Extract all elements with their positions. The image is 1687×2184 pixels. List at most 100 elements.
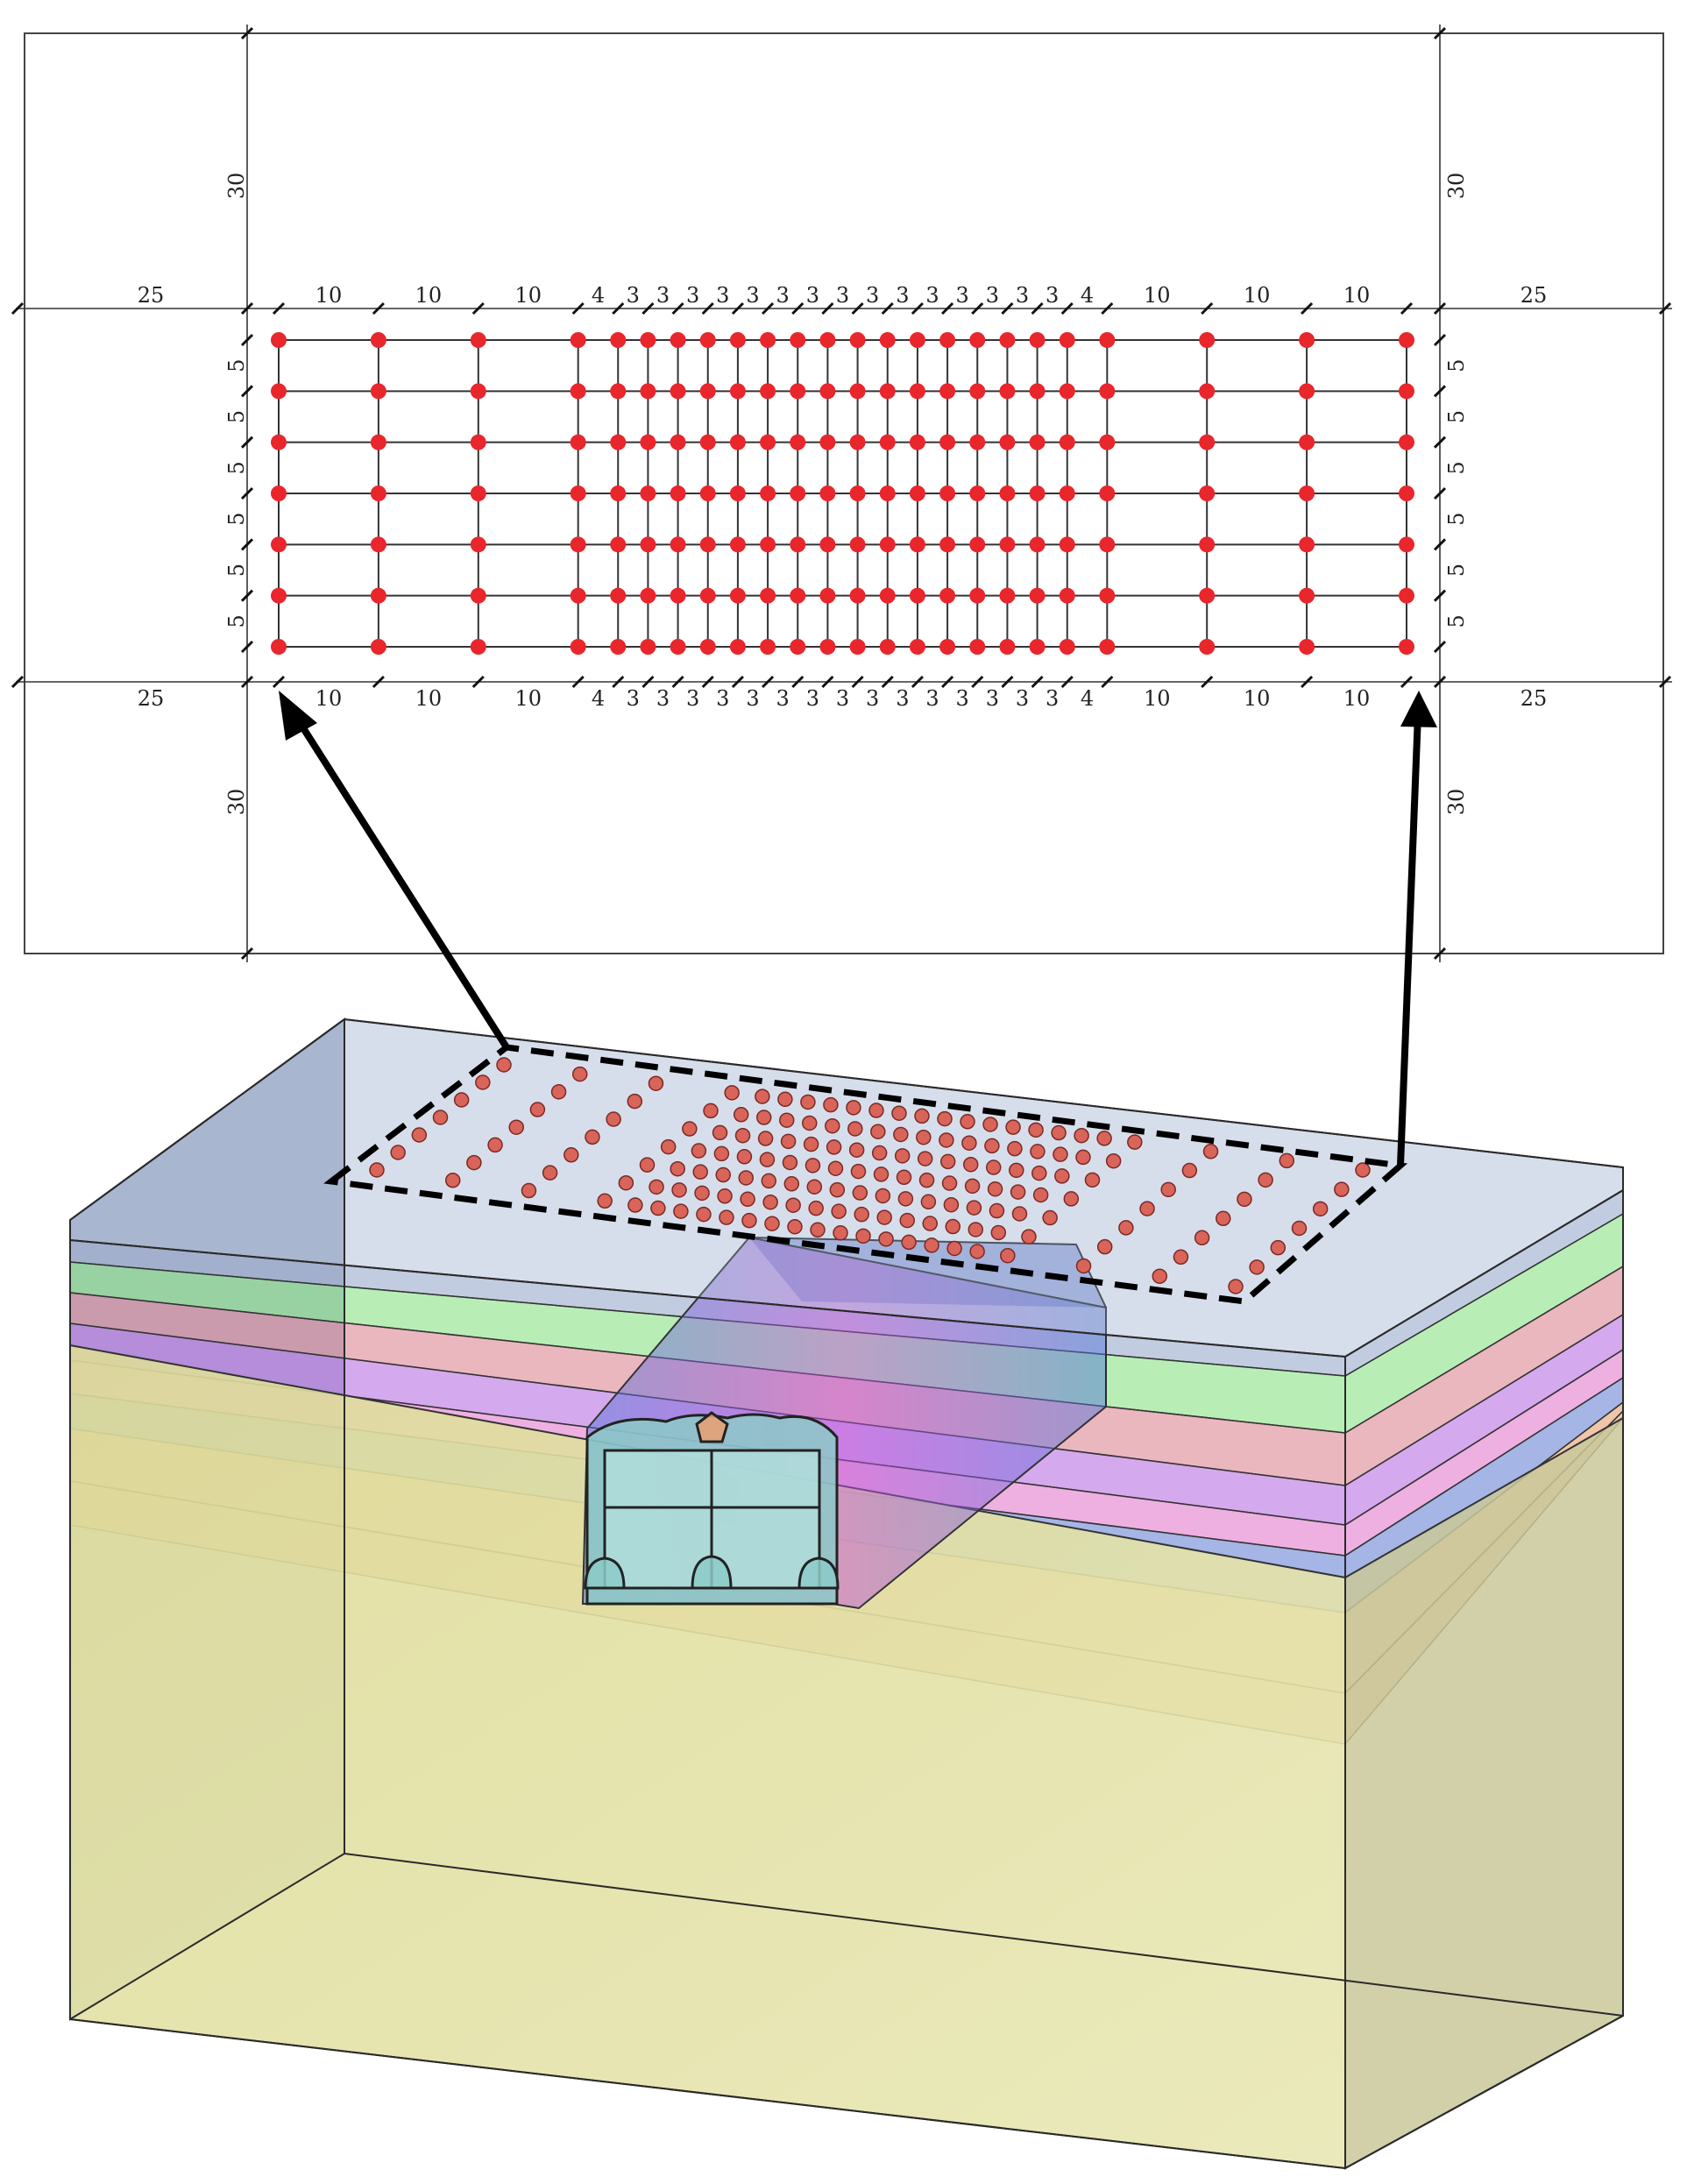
monitoring-point — [760, 639, 776, 655]
monitoring-point — [879, 434, 896, 450]
surface-point — [823, 1096, 839, 1113]
monitoring-point — [1299, 587, 1315, 604]
surface-point — [1202, 1144, 1219, 1159]
surface-point — [466, 1154, 482, 1171]
top-right-margin-label: 30 — [1444, 173, 1469, 200]
x-tick-top — [372, 301, 385, 316]
surface-point — [696, 1206, 712, 1223]
monitoring-point — [271, 486, 287, 501]
surface-point — [564, 1147, 579, 1163]
surface-point — [719, 1209, 734, 1225]
surface-point — [1011, 1206, 1028, 1222]
x-tick-top — [881, 301, 894, 316]
monitoring-point — [271, 383, 287, 400]
monitoring-point — [1059, 536, 1075, 553]
x-tick-top — [941, 301, 954, 316]
surface-point — [757, 1131, 774, 1146]
x-tick-bottom — [881, 675, 894, 689]
x-spacing-label-top: 3 — [1016, 283, 1029, 308]
surface-point — [990, 1224, 1007, 1241]
surface-point — [891, 1105, 907, 1121]
surface-point — [1105, 1152, 1122, 1169]
top-left-margin-label: 30 — [224, 173, 249, 200]
monitoring-point — [849, 434, 866, 450]
surface-point — [1096, 1131, 1112, 1146]
surface-point — [618, 1174, 634, 1191]
x-spacing-label-bottom: 3 — [986, 686, 999, 711]
y-spacing-label-left: 5 — [224, 359, 249, 372]
monitoring-point — [939, 639, 956, 655]
surface-point — [673, 1203, 689, 1219]
surface-point — [868, 1103, 884, 1118]
right-margin-bottom-label: 25 — [1520, 686, 1548, 711]
surface-point — [1054, 1168, 1070, 1184]
surface-point — [1118, 1220, 1134, 1236]
surface-point — [810, 1222, 826, 1238]
monitoring-point — [640, 486, 656, 501]
x-tick-bottom — [1031, 675, 1044, 689]
left-margin-bottom-label: 25 — [138, 686, 165, 711]
surface-point — [917, 1151, 933, 1166]
monitoring-point — [790, 536, 806, 553]
monitoring-point — [1199, 434, 1216, 450]
x-tick-bottom — [821, 675, 834, 689]
surface-point — [1139, 1201, 1155, 1216]
monitoring-point — [999, 536, 1016, 553]
x-spacing-label-bottom: 3 — [746, 686, 759, 711]
monitoring-point — [610, 486, 627, 501]
surface-point — [411, 1127, 428, 1143]
monitoring-point — [670, 332, 686, 348]
surface-point — [803, 1136, 819, 1152]
monitoring-point — [999, 383, 1016, 400]
monitoring-point — [760, 486, 776, 501]
surface-point — [854, 1206, 869, 1223]
x-spacing-label-top: 10 — [1343, 283, 1371, 308]
surface-point — [1000, 1247, 1016, 1264]
monitoring-point — [729, 536, 746, 553]
x-spacing-label-bottom: 3 — [1046, 686, 1059, 711]
surface-point — [1334, 1181, 1350, 1197]
y-tick-left — [240, 385, 254, 398]
bottom-left-margin-label: 30 — [224, 789, 249, 816]
monitoring-point — [1029, 434, 1046, 450]
surface-point — [1075, 1149, 1091, 1166]
x-tick-bottom — [1101, 675, 1114, 689]
monitoring-point — [1299, 332, 1315, 348]
surface-point — [825, 1117, 840, 1134]
x-spacing-label-top: 3 — [627, 283, 640, 308]
x-spacing-label-top: 3 — [716, 283, 729, 308]
x-tick-top — [1201, 301, 1214, 316]
monitoring-point — [699, 486, 716, 501]
x-spacing-label-top: 10 — [1244, 283, 1271, 308]
monitoring-point — [819, 332, 836, 348]
surface-point — [713, 1145, 730, 1162]
y-tick-left — [240, 538, 254, 551]
monitoring-point — [969, 434, 986, 450]
x-tick-bottom — [701, 675, 714, 689]
monitoring-point — [699, 383, 716, 400]
surface-point — [1194, 1230, 1210, 1246]
surface-point — [649, 1179, 664, 1195]
monitoring-point — [470, 434, 486, 450]
monitoring-point — [670, 486, 686, 501]
surface-point — [916, 1129, 932, 1145]
x-spacing-label-top: 3 — [686, 283, 699, 308]
x-tick-top — [701, 301, 714, 316]
x-spacing-label-top: 3 — [746, 283, 759, 308]
surface-point — [855, 1228, 871, 1244]
monitoring-point — [1199, 639, 1216, 655]
surface-point — [1258, 1172, 1273, 1188]
surface-point — [846, 1100, 861, 1116]
monitoring-point — [1059, 332, 1075, 348]
monitoring-point — [1099, 587, 1116, 604]
monitoring-point — [370, 332, 386, 348]
x-tick-top — [1301, 301, 1314, 316]
x-tick-bottom — [571, 675, 585, 689]
x-spacing-label-bottom: 3 — [956, 686, 969, 711]
monitoring-point — [470, 486, 486, 501]
surface-point — [1063, 1191, 1080, 1207]
monitoring-point — [729, 486, 746, 501]
surface-point — [369, 1162, 385, 1178]
surface-point — [432, 1110, 449, 1125]
y-tick-left — [240, 589, 254, 602]
